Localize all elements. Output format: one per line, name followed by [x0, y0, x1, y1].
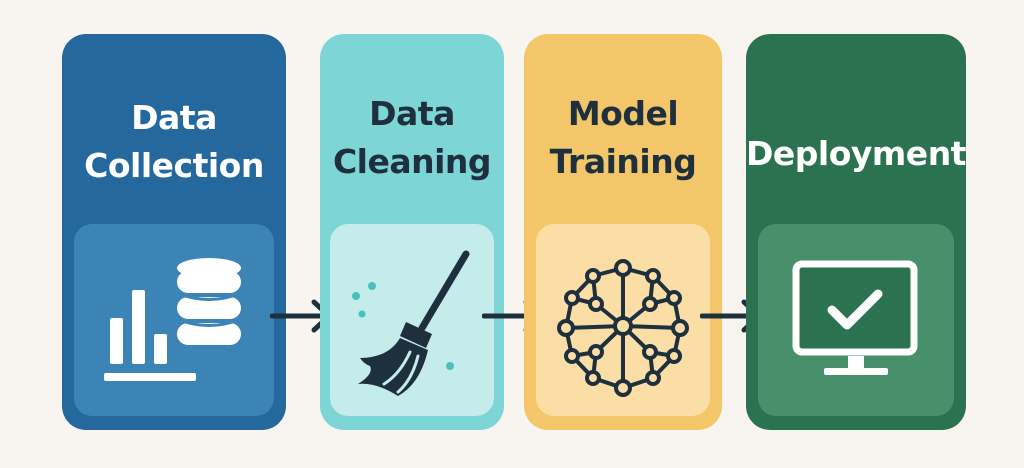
step-card-deployment: Deployment — [746, 34, 966, 430]
step-card-model-training: Model Training — [524, 34, 722, 430]
monitor-checkmark-icon — [792, 260, 918, 375]
icon-panel-data-collection — [74, 224, 274, 416]
step-title-data-collection: Data Collection — [84, 98, 264, 185]
step-card-data-collection: Data Collection — [62, 34, 286, 430]
icon-panel-data-cleaning — [330, 224, 494, 416]
step-title-data-cleaning: Data Cleaning — [332, 94, 492, 181]
broom-icon — [352, 250, 470, 396]
step-title-model-training: Model Training — [549, 94, 697, 181]
step-card-data-cleaning: Data Cleaning — [320, 34, 504, 430]
icon-panel-model-training — [536, 224, 710, 416]
database-bar-chart-icon — [104, 258, 242, 381]
neural-network-icon — [557, 259, 689, 397]
step-title-deployment: Deployment — [746, 134, 966, 173]
icon-panel-deployment — [758, 224, 954, 416]
